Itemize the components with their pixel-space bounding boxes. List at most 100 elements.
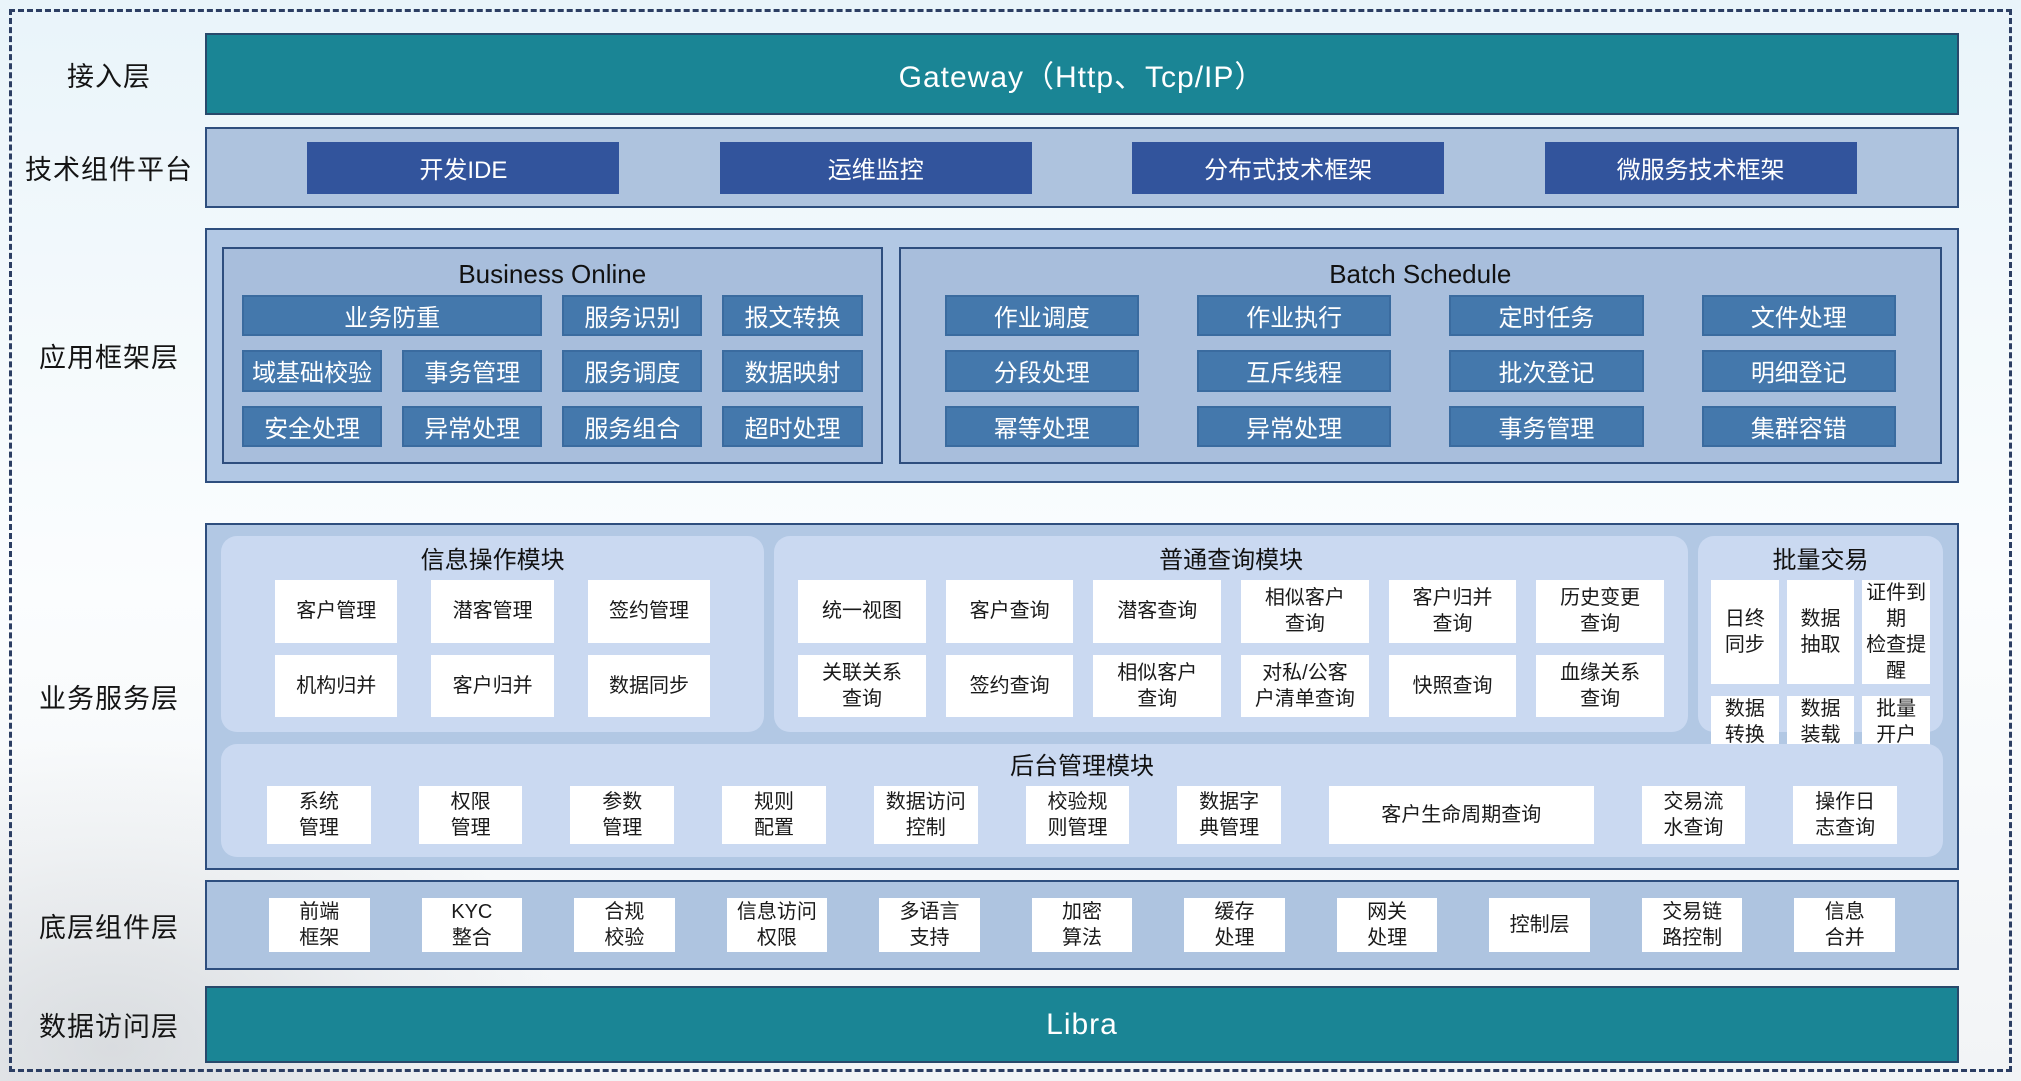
info-operation-button: 签约管理 — [587, 580, 711, 643]
batch-schedule-button: 批次登记 — [1449, 350, 1644, 392]
general-query-button: 快照查询 — [1388, 654, 1517, 717]
business-service-label: 业务服务层 — [39, 684, 179, 714]
base-component-button: 多语言 支持 — [879, 898, 980, 952]
batch-trade-button: 数据 转换 — [1711, 696, 1779, 748]
business-online-button: 安全处理 — [242, 405, 383, 447]
admin-module-button: 数据字 典管理 — [1177, 786, 1282, 844]
admin-module-button: 权限 管理 — [418, 786, 523, 844]
libra-bar: Libra — [205, 986, 1959, 1063]
batch-trade-button: 证件到期 检查提醒 — [1862, 580, 1930, 684]
business-online-button: 服务组合 — [562, 405, 703, 447]
app-framework-panel: Business Online 业务防重服务识别报文转换域基础校验事务管理服务调… — [205, 228, 1959, 483]
admin-module-button: 客户生命周期查询 — [1329, 786, 1594, 844]
gateway-bar: Gateway（Http、Tcp/IP） — [205, 33, 1959, 115]
base-component-panel: 前端 框架 KYC 整合合规 校验信息访问 权限多语言 支持加密 算法缓存 处理网… — [205, 880, 1959, 970]
general-query-button: 统一视图 — [798, 580, 926, 643]
base-component-button: 信息 合并 — [1794, 898, 1896, 952]
batch-schedule-button: 作业调度 — [944, 295, 1139, 337]
base-component-button: 合规 校验 — [574, 898, 675, 952]
general-query-button: 历史变更 查询 — [1536, 580, 1664, 643]
base-component-button: 加密 算法 — [1031, 898, 1133, 952]
admin-module: 后台管理模块 系统 管理权限 管理参数 管理规则 配置数据访问 控制校验规 则管… — [221, 744, 1943, 857]
general-query-button: 对私/公客 户清单查询 — [1241, 654, 1369, 717]
business-online-button: 数据映射 — [722, 350, 863, 392]
admin-module-title: 后台管理模块 — [1010, 753, 1154, 780]
tech-platform-button: 分布式技术框架 — [1132, 141, 1445, 194]
business-online-button: 服务识别 — [562, 295, 703, 337]
admin-module-button: 系统 管理 — [267, 786, 371, 844]
business-online-button: 异常处理 — [402, 405, 543, 447]
admin-module-grid: 系统 管理权限 管理参数 管理规则 配置数据访问 控制校验规 则管理数据字 典管… — [267, 786, 1897, 844]
business-online-button: 业务防重 — [242, 295, 543, 337]
batch-schedule-button: 异常处理 — [1196, 405, 1392, 447]
service-modules-row: 信息操作模块 客户管理潜客管理签约管理机构归并客户归并数据同步 普通查询模块 统… — [221, 536, 1943, 748]
business-service-row: 业务服务层 信息操作模块 客户管理潜客管理签约管理机构归并客户归并数据同步 普通… — [13, 523, 1959, 870]
batch-schedule-button: 事务管理 — [1449, 405, 1644, 447]
info-operation-module: 信息操作模块 客户管理潜客管理签约管理机构归并客户归并数据同步 — [221, 536, 765, 732]
business-online-grid: 业务防重服务识别报文转换域基础校验事务管理服务调度数据映射安全处理异常处理服务组… — [242, 295, 863, 447]
business-service-panel: 信息操作模块 客户管理潜客管理签约管理机构归并客户归并数据同步 普通查询模块 统… — [205, 523, 1959, 870]
info-operation-grid: 客户管理潜客管理签约管理机构归并客户归并数据同步 — [275, 580, 711, 717]
admin-module-button: 交易流 水查询 — [1641, 786, 1746, 844]
business-online-title: Business Online — [458, 259, 647, 289]
batch-schedule-panel: Batch Schedule 作业调度作业执行定时任务文件处理分段处理互斥线程批… — [898, 247, 1942, 464]
app-framework-label: 应用框架层 — [39, 343, 179, 373]
batch-schedule-title: Batch Schedule — [1329, 259, 1512, 289]
base-component-button: KYC 整合 — [421, 898, 523, 952]
batch-trade-title: 批量交易 — [1772, 547, 1869, 574]
tech-platform-label: 技术组件平台 — [25, 155, 193, 185]
batch-schedule-button: 作业执行 — [1196, 295, 1392, 337]
batch-trade-button: 日终 同步 — [1711, 580, 1779, 684]
general-query-button: 相似客户 查询 — [1241, 580, 1369, 643]
business-online-button: 报文转换 — [722, 295, 863, 337]
general-query-title: 普通查询模块 — [1159, 547, 1304, 574]
batch-schedule-button: 幂等处理 — [944, 405, 1139, 447]
general-query-button: 签约查询 — [945, 654, 1074, 717]
general-query-button: 潜客查询 — [1093, 580, 1222, 643]
access-layer-label: 接入层 — [67, 61, 151, 92]
info-operation-button: 客户管理 — [275, 580, 398, 643]
base-component-label: 底层组件层 — [39, 912, 179, 943]
app-framework-row: 应用框架层 Business Online 业务防重服务识别报文转换域基础校验事… — [13, 228, 1959, 483]
base-component-button: 控制层 — [1489, 898, 1590, 952]
general-query-button: 关联关系 查询 — [798, 654, 926, 717]
general-query-button: 血缘关系 查询 — [1536, 654, 1664, 717]
base-component-button: 缓存 处理 — [1184, 898, 1285, 952]
info-operation-title: 信息操作模块 — [420, 547, 565, 574]
info-operation-button: 机构归并 — [275, 654, 398, 717]
general-query-grid: 统一视图客户查询潜客查询相似客户 查询客户归并 查询历史变更 查询关联关系 查询… — [798, 580, 1664, 717]
batch-schedule-grid: 作业调度作业执行定时任务文件处理分段处理互斥线程批次登记明细登记幂等处理异常处理… — [919, 295, 1922, 447]
base-component-button: 网关 处理 — [1336, 898, 1438, 952]
info-operation-button: 数据同步 — [587, 654, 711, 717]
info-operation-button: 客户归并 — [431, 654, 554, 717]
tech-platform-button: 微服务技术框架 — [1544, 141, 1857, 194]
admin-module-button: 操作日 志查询 — [1793, 786, 1897, 844]
general-query-button: 客户归并 查询 — [1388, 580, 1517, 643]
batch-trade-module: 批量交易 日终 同步数据 抽取证件到期 检查提醒数据 转换数据 装载批量 开户 — [1698, 536, 1943, 748]
general-query-module: 普通查询模块 统一视图客户查询潜客查询相似客户 查询客户归并 查询历史变更 查询… — [774, 536, 1688, 732]
business-online-panel: Business Online 业务防重服务识别报文转换域基础校验事务管理服务调… — [222, 247, 883, 464]
batch-trade-button: 数据 抽取 — [1786, 580, 1855, 684]
base-component-button: 信息访问 权限 — [726, 898, 828, 952]
data-access-row: 数据访问层 Libra — [13, 986, 1959, 1063]
admin-module-button: 规则 配置 — [722, 786, 826, 844]
tech-platform-button: 运维监控 — [719, 141, 1032, 194]
general-query-button: 相似客户 查询 — [1093, 654, 1222, 717]
business-online-button: 超时处理 — [722, 405, 863, 447]
batch-schedule-button: 明细登记 — [1701, 350, 1896, 392]
batch-trade-button: 数据 装载 — [1786, 696, 1855, 748]
business-online-button: 域基础校验 — [242, 350, 383, 392]
base-component-button: 前端 框架 — [269, 898, 370, 952]
access-layer-row: 接入层 Gateway（Http、Tcp/IP） — [13, 33, 1959, 115]
batch-trade-grid: 日终 同步数据 抽取证件到期 检查提醒数据 转换数据 装载批量 开户 — [1711, 580, 1930, 748]
batch-schedule-button: 定时任务 — [1449, 295, 1644, 337]
admin-module-button: 参数 管理 — [570, 786, 675, 844]
general-query-button: 客户查询 — [945, 580, 1074, 643]
batch-schedule-button: 互斥线程 — [1196, 350, 1392, 392]
base-component-row: 底层组件层 前端 框架 KYC 整合合规 校验信息访问 权限多语言 支持加密 算法… — [13, 880, 1959, 970]
data-access-label: 数据访问层 — [39, 1012, 179, 1042]
